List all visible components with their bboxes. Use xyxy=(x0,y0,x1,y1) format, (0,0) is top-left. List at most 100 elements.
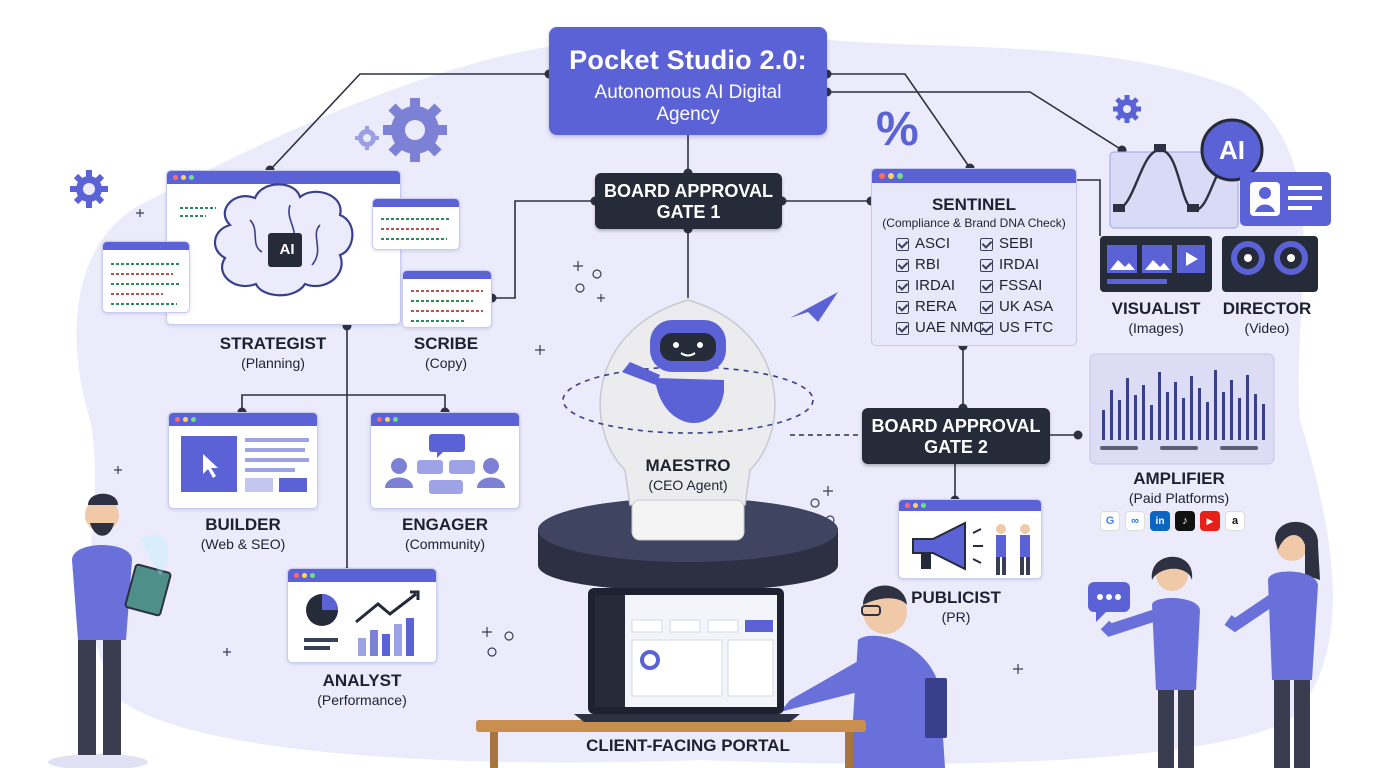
robot-icon xyxy=(562,320,814,434)
checkbox-icon xyxy=(896,237,909,251)
amplifier-label: AMPLIFIER (Paid Platforms) xyxy=(1129,469,1229,506)
line-builder-branch xyxy=(241,394,446,412)
check-item: ASCI xyxy=(896,235,980,253)
paper-plane-icon xyxy=(790,292,838,322)
scribe-label: SCRIBE (Copy) xyxy=(414,334,478,371)
board-approval-gate-1: BOARD APPROVAL GATE 1 xyxy=(595,173,782,229)
bar-chart-graphic xyxy=(1089,353,1275,465)
tiktok-icon: ♪ xyxy=(1175,511,1195,531)
maestro-role: (CEO Agent) xyxy=(648,477,728,493)
amazon-icon: a xyxy=(1225,511,1245,531)
checkbox-icon xyxy=(980,279,993,293)
line-chart-graphic xyxy=(1109,144,1239,229)
person-center xyxy=(780,585,947,768)
strategist-illustration xyxy=(180,183,354,297)
ai-chip-label: AI xyxy=(279,241,295,258)
amplifier-role: (Paid Platforms) xyxy=(1128,490,1230,506)
board-approval-gate-2: BOARD APPROVAL GATE 2 xyxy=(862,408,1050,464)
maestro-name: MAESTRO xyxy=(645,456,731,475)
amplifier-name: AMPLIFIER xyxy=(1133,469,1225,488)
check-item: IRDAI xyxy=(896,277,980,295)
sentinel-panel: SENTINEL (Compliance & Brand DNA Check) … xyxy=(871,168,1077,346)
sentinel-title: SENTINEL xyxy=(931,195,1017,214)
engager-label: ENGAGER (Community) xyxy=(402,515,488,552)
engager-role: (Community) xyxy=(404,536,486,552)
youtube-icon: ▶ xyxy=(1200,511,1220,531)
gear-icon xyxy=(1113,95,1141,123)
strategist-name: STRATEGIST xyxy=(219,334,327,353)
strategist-label: STRATEGIST (Planning) xyxy=(220,334,326,371)
engager-window xyxy=(370,412,520,509)
compliance-checklist: ASCI SEBI RBI IRDAI IRDAI FSSAI RERA UK … xyxy=(896,235,1076,337)
analyst-name: ANALYST xyxy=(322,671,402,690)
title-box: Pocket Studio 2.0: Autonomous AI Digital… xyxy=(549,27,827,135)
check-item: UK ASA xyxy=(980,298,1070,316)
analyst-role: (Performance) xyxy=(317,692,407,708)
analyst-label: ANALYST (Performance) xyxy=(317,671,406,708)
line-visualist-sentinel xyxy=(1077,179,1101,236)
builder-role: (Web & SEO) xyxy=(200,536,286,552)
check-item: US FTC xyxy=(980,319,1070,337)
publicist-label: PUBLICIST (PR) xyxy=(911,588,1001,625)
code-lines-icon xyxy=(411,290,483,322)
laptop-portal xyxy=(476,588,866,768)
person-right-2 xyxy=(1224,521,1320,768)
check-item: RBI xyxy=(896,256,980,274)
visualist-label: VISUALIST (Images) xyxy=(1112,299,1201,336)
line-title-strategist xyxy=(269,73,549,171)
analyst-window xyxy=(287,568,437,663)
image-gallery-icon xyxy=(1100,236,1212,292)
webpage-cursor-icon xyxy=(181,436,309,492)
gate-1-line-1: BOARD APPROVAL xyxy=(603,181,773,201)
builder-window xyxy=(168,412,318,509)
code-lines-icon xyxy=(111,263,181,305)
check-item: SEBI xyxy=(980,235,1070,253)
gate-2-line-1: BOARD APPROVAL xyxy=(871,416,1041,436)
video-reel-icon xyxy=(1222,236,1318,292)
publicist-role: (PR) xyxy=(941,609,971,625)
analytics-icon xyxy=(304,590,420,656)
director-role: (Video) xyxy=(1244,320,1290,336)
gear-icon xyxy=(383,98,447,162)
person-right-1 xyxy=(1100,556,1200,768)
gate-2-line-2: GATE 2 xyxy=(924,437,988,457)
gate-1-line-2: GATE 1 xyxy=(656,202,721,222)
checkbox-icon xyxy=(896,300,909,314)
builder-name: BUILDER xyxy=(205,515,281,534)
scribe-role: (Copy) xyxy=(424,355,468,371)
person-left xyxy=(48,493,172,768)
checkbox-icon xyxy=(980,321,993,335)
publicist-window xyxy=(898,499,1042,579)
checkbox-icon xyxy=(980,300,993,314)
scribe-name: SCRIBE xyxy=(413,334,479,353)
chat-bubble-icon xyxy=(1088,582,1130,622)
maestro-label: MAESTRO (CEO Agent) xyxy=(646,456,731,493)
publicist-name: PUBLICIST xyxy=(911,588,1001,607)
sentinel-subtitle: (Compliance & Brand DNA Check) xyxy=(882,216,1066,230)
check-item: UAE NMC xyxy=(896,319,984,337)
line-gate1-scribe xyxy=(492,200,595,299)
line-title-visualist xyxy=(827,91,1123,151)
checkbox-icon xyxy=(896,321,909,335)
checkbox-icon xyxy=(980,237,993,251)
google-icon: G xyxy=(1100,511,1120,531)
page-subtitle: Autonomous AI Digital Agency xyxy=(594,82,782,125)
gear-icon xyxy=(70,170,108,208)
checkbox-icon xyxy=(896,258,909,272)
profile-card-icon xyxy=(1240,172,1331,226)
page-title: Pocket Studio 2.0: xyxy=(569,45,807,75)
engager-name: ENGAGER xyxy=(402,515,488,534)
ai-circle-label: AI xyxy=(1219,135,1245,165)
linkedin-icon: in xyxy=(1150,511,1170,531)
check-item: IRDAI xyxy=(980,256,1070,274)
visualist-role: (Images) xyxy=(1128,320,1184,336)
line-title-sentinel xyxy=(827,73,971,169)
director-label: DIRECTOR (Video) xyxy=(1223,299,1311,336)
scribe-window xyxy=(402,270,492,328)
check-item: FSSAI xyxy=(980,277,1070,295)
visualist-name: VISUALIST xyxy=(1111,299,1201,318)
strategist-note-card xyxy=(372,198,460,250)
megaphone-icon xyxy=(912,521,1030,575)
node-dot xyxy=(1073,430,1083,440)
code-lines-icon xyxy=(381,218,451,240)
